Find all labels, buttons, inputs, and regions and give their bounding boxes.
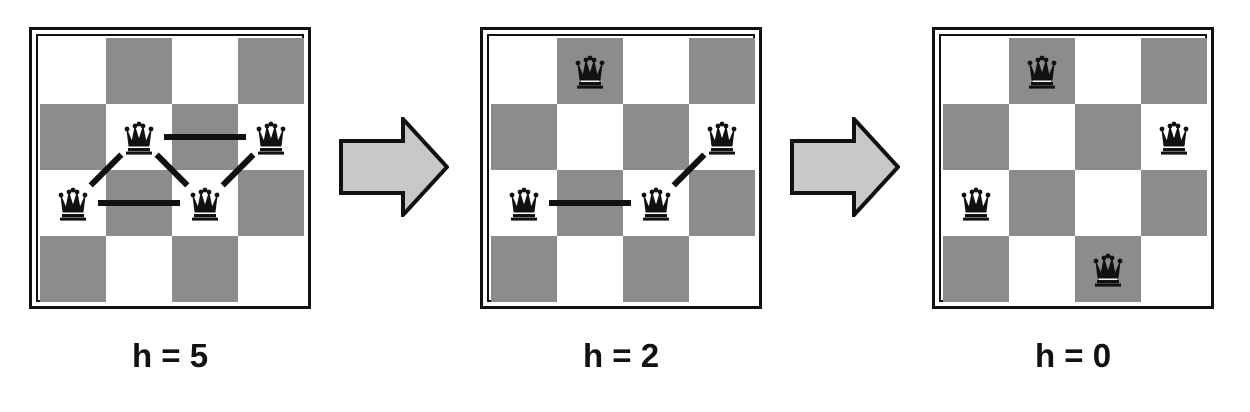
board-square <box>943 38 1010 105</box>
board-square <box>106 236 173 302</box>
queen-icon <box>1093 253 1123 287</box>
board-2-h-label: h = 2 <box>582 337 660 374</box>
board-square <box>557 236 624 302</box>
board-square <box>40 236 107 302</box>
board-1-h-label: h = 5 <box>131 337 209 374</box>
board-square <box>172 38 239 105</box>
board-square <box>491 236 558 302</box>
queen-icon <box>124 121 154 155</box>
board-3-h-label: h = 0 <box>1034 337 1112 374</box>
queen-icon <box>1027 55 1057 89</box>
board-square <box>172 236 239 302</box>
board-square <box>1141 236 1207 302</box>
right-arrow-icon <box>790 117 900 217</box>
conflict-line <box>220 152 256 188</box>
board-square <box>557 38 624 105</box>
board-square <box>943 170 1010 237</box>
board-square <box>623 104 690 171</box>
queen-icon <box>256 121 286 155</box>
board-2 <box>491 38 755 302</box>
queen-icon <box>961 187 991 221</box>
board-square <box>1009 38 1076 105</box>
board-1-frame <box>29 27 311 309</box>
queen-icon <box>58 187 88 221</box>
queen-icon <box>190 187 220 221</box>
board-square <box>623 38 690 105</box>
conflict-line <box>88 152 124 188</box>
board-square <box>1009 170 1076 237</box>
board-square <box>491 104 558 171</box>
queen-icon <box>575 55 605 89</box>
conflict-line <box>154 152 190 188</box>
board-square <box>1009 104 1076 171</box>
board-square <box>623 236 690 302</box>
queen-icon <box>641 187 671 221</box>
board-square <box>1075 236 1142 302</box>
board-square <box>689 236 755 302</box>
board-square <box>1141 104 1207 171</box>
board-square <box>1141 38 1207 105</box>
board-square <box>106 38 173 105</box>
board-3 <box>943 38 1207 302</box>
board-square <box>40 38 107 105</box>
board-square <box>238 170 304 237</box>
right-arrow-icon <box>339 117 449 217</box>
board-square <box>1075 104 1142 171</box>
board-square <box>1075 38 1142 105</box>
board-square <box>557 104 624 171</box>
board-2-frame <box>480 27 762 309</box>
board-1-inner-border <box>36 34 304 302</box>
board-square <box>238 236 304 302</box>
queen-icon <box>1159 121 1189 155</box>
board-square <box>689 170 755 237</box>
board-square <box>943 236 1010 302</box>
queen-icon <box>509 187 539 221</box>
board-square <box>689 38 755 105</box>
queen-icon <box>707 121 737 155</box>
board-3-inner-border <box>939 34 1207 302</box>
board-3-frame <box>932 27 1214 309</box>
board-2-inner-border <box>487 34 755 302</box>
board-square <box>491 170 558 237</box>
board-square <box>491 38 558 105</box>
board-square <box>1009 236 1076 302</box>
conflict-line <box>671 152 707 188</box>
board-square <box>40 104 107 171</box>
board-square <box>238 38 304 105</box>
board-1 <box>40 38 304 302</box>
board-square <box>943 104 1010 171</box>
board-square <box>1075 170 1142 237</box>
board-square <box>1141 170 1207 237</box>
